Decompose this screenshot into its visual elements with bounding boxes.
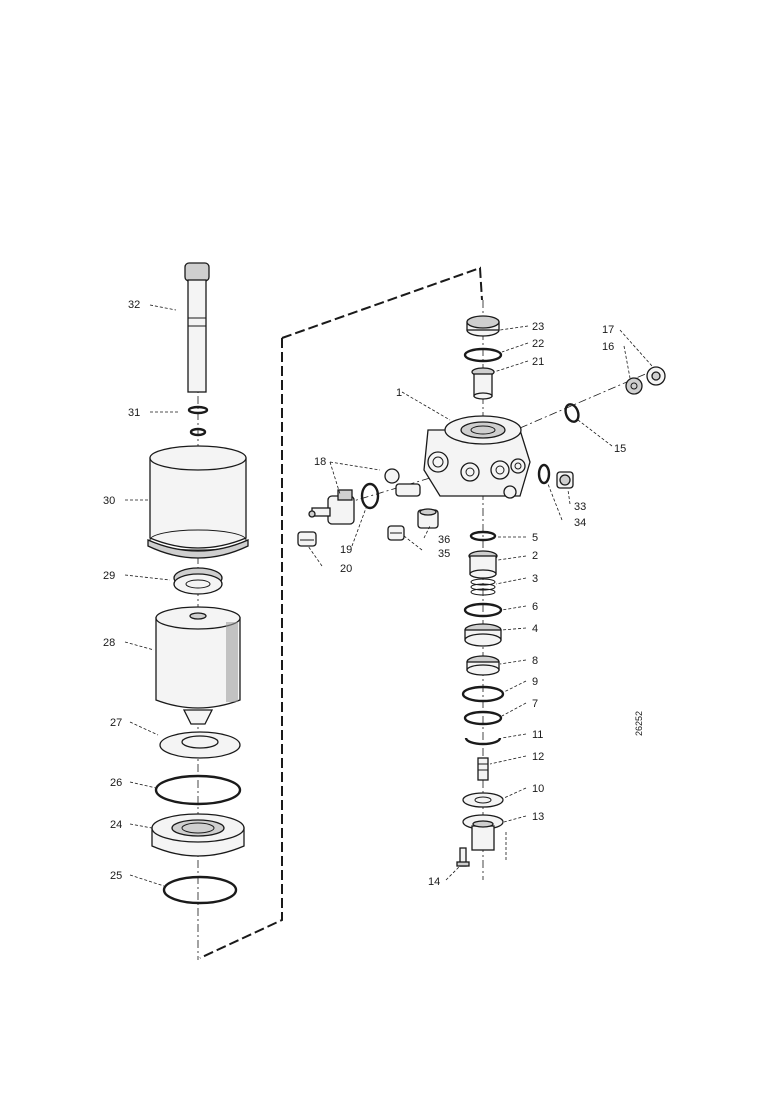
part-35-fitting — [387, 525, 405, 541]
label-31: 31 — [128, 407, 140, 419]
part-15-ring — [564, 403, 580, 423]
center-lines — [197, 300, 651, 960]
label-13: 13 — [532, 811, 544, 823]
label-34: 34 — [574, 517, 586, 529]
label-6: 6 — [532, 601, 538, 613]
label-35: 35 — [438, 548, 450, 560]
label-12: 12 — [532, 751, 544, 763]
label-25: 25 — [110, 870, 122, 882]
label-8: 8 — [532, 655, 538, 667]
part-9-o-ring — [461, 685, 505, 703]
part-29-ring — [173, 567, 223, 595]
part-30-housing — [147, 445, 249, 559]
part-26-o-ring — [154, 774, 242, 806]
part-16-nut — [625, 377, 643, 395]
part-10-washer — [462, 792, 504, 808]
label-4: 4 — [532, 623, 538, 635]
part-19-ring — [360, 482, 380, 510]
label-10: 10 — [532, 783, 544, 795]
label-22: 22 — [532, 338, 544, 350]
part-28-filter-element — [155, 606, 241, 725]
part-22-washer — [463, 347, 503, 363]
label-30: 30 — [103, 495, 115, 507]
label-27: 27 — [110, 717, 122, 729]
part-14-screw — [456, 847, 470, 867]
part-13-cover — [462, 814, 504, 851]
label-26: 26 — [110, 777, 122, 789]
part-24-base — [151, 813, 245, 857]
label-7: 7 — [532, 698, 538, 710]
part-2-sleeve — [468, 550, 498, 579]
leader-lines — [124, 304, 653, 887]
label-29: 29 — [103, 570, 115, 582]
part-23-cap — [466, 315, 500, 337]
assembly-frame — [199, 266, 483, 959]
part-8-seat — [466, 655, 500, 676]
part-18-valve-assembly — [308, 468, 421, 525]
label-15: 15 — [614, 443, 626, 455]
part-5-ring — [469, 530, 497, 542]
label-9: 9 — [532, 676, 538, 688]
part-7-ring — [463, 710, 503, 726]
label-20: 20 — [340, 563, 352, 575]
part-25-o-ring — [162, 875, 238, 905]
label-17: 17 — [602, 324, 614, 336]
part-1-valve-body — [423, 415, 531, 499]
part-12-stem — [477, 757, 489, 781]
label-36: 36 — [438, 534, 450, 546]
label-21: 21 — [532, 356, 544, 368]
label-16: 16 — [602, 341, 614, 353]
label-33: 33 — [574, 501, 586, 513]
label-1: 1 — [396, 387, 402, 399]
part-31-seal — [187, 405, 209, 437]
label-11: 11 — [532, 729, 543, 741]
part-17-screw-cap — [646, 366, 666, 386]
label-18: 18 — [314, 456, 326, 468]
part-6-o-ring — [463, 602, 503, 618]
drawing-code: 26252 — [634, 711, 644, 736]
part-34-seal — [537, 463, 551, 485]
label-19: 19 — [340, 544, 352, 556]
part-20-fitting — [297, 531, 317, 547]
label-2: 2 — [532, 550, 538, 562]
label-23: 23 — [532, 321, 544, 333]
part-labels: 32 31 30 29 28 27 26 24 25 1 23 22 21 17… — [103, 299, 644, 888]
part-27-disc — [159, 731, 241, 759]
part-11-circlip — [464, 737, 502, 746]
label-24: 24 — [110, 819, 122, 831]
part-32-rod — [184, 262, 210, 393]
part-21-insert — [471, 367, 495, 400]
label-5: 5 — [532, 532, 538, 544]
label-3: 3 — [532, 573, 538, 585]
label-14: 14 — [428, 876, 440, 888]
part-36-adapter — [417, 508, 439, 529]
part-4-piston — [464, 623, 502, 647]
part-33-plug — [556, 471, 574, 489]
label-32: 32 — [128, 299, 140, 311]
part-3-spring — [470, 578, 496, 596]
label-28: 28 — [103, 637, 115, 649]
